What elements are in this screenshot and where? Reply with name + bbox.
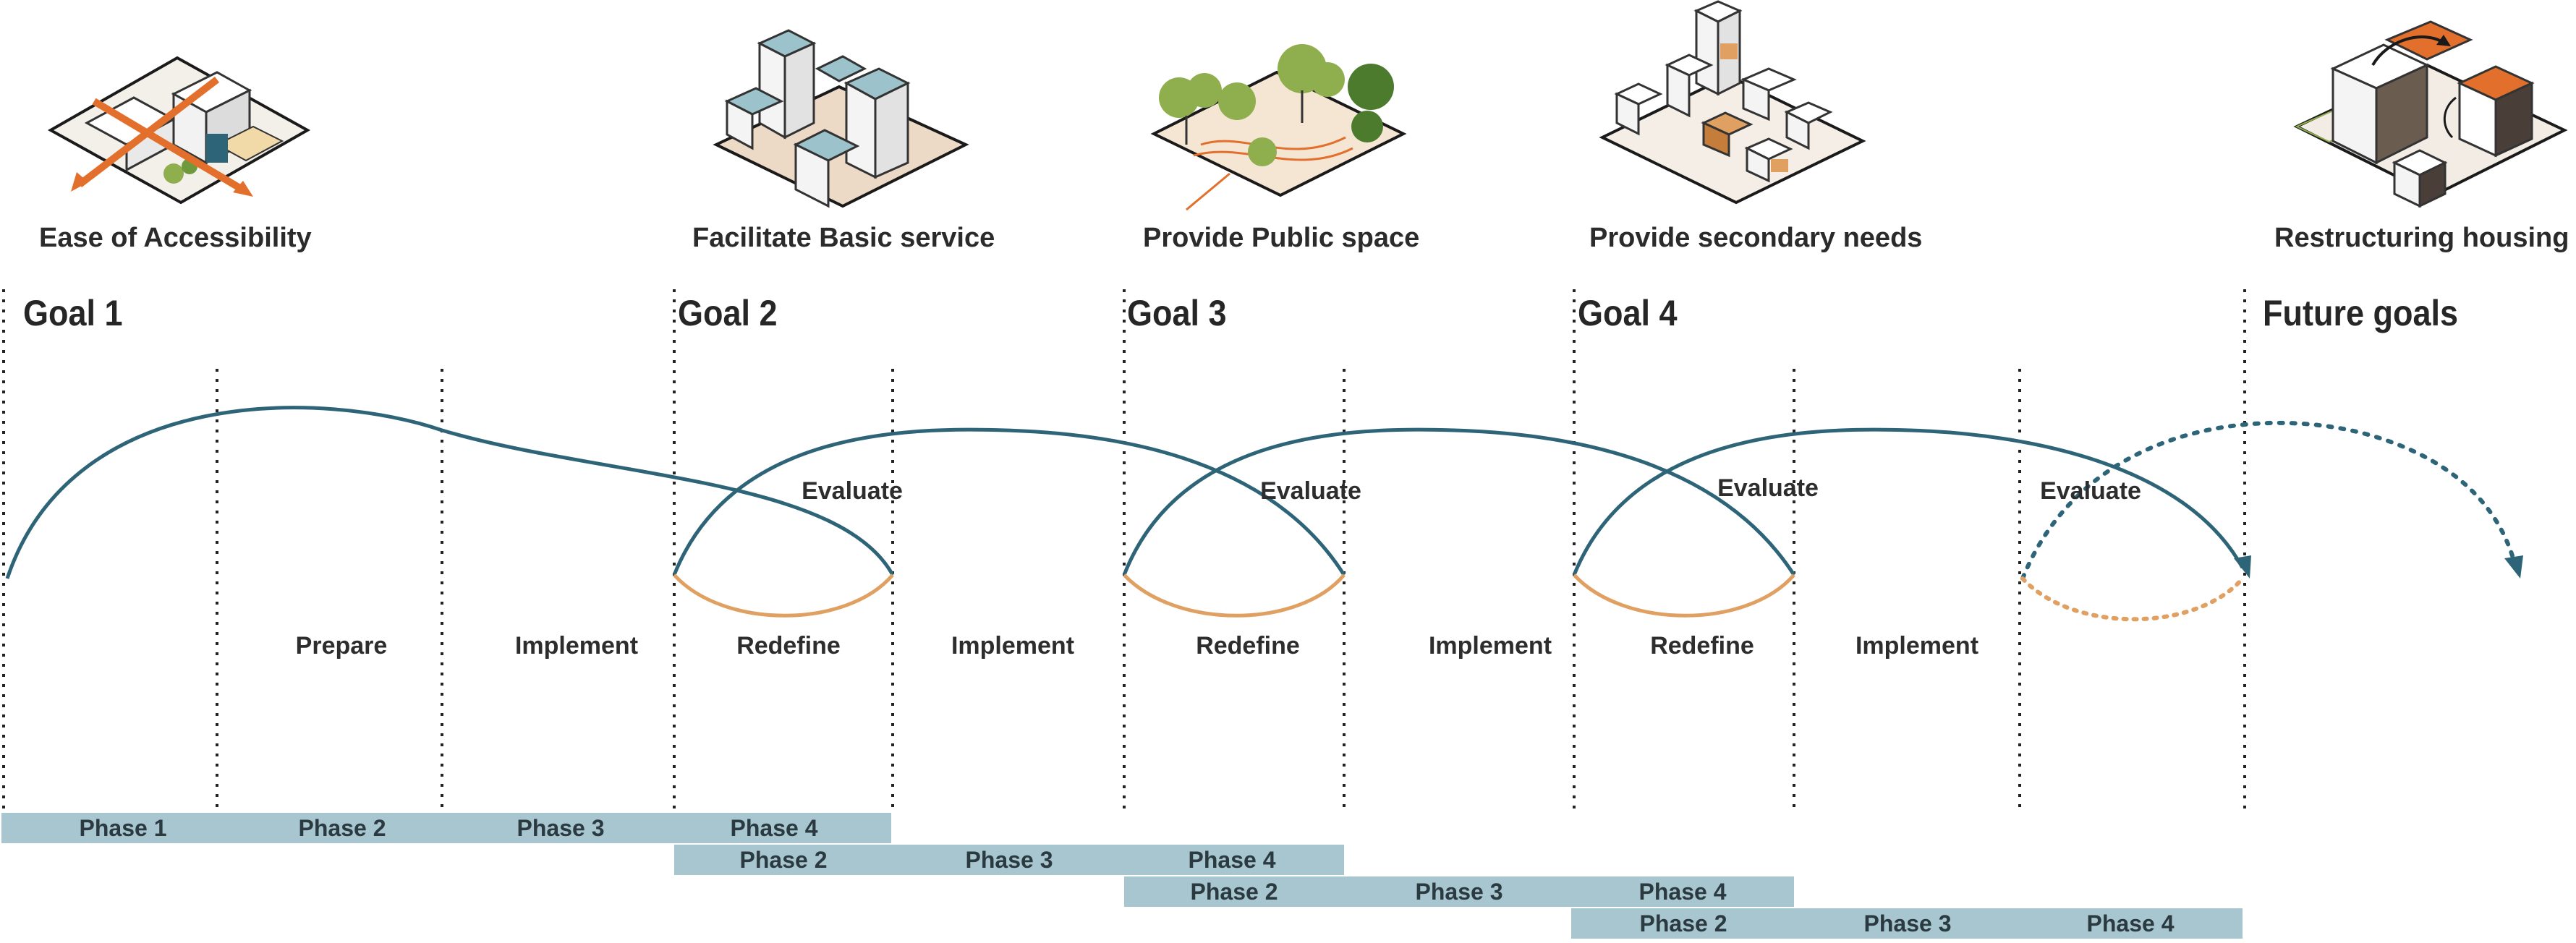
stage-redefine-1: Redefine bbox=[736, 632, 841, 660]
implementation-arcs bbox=[5, 406, 2245, 579]
redefine-arc-goal-3 bbox=[1123, 573, 1346, 618]
arc-goal-4 bbox=[1572, 427, 2245, 576]
phase-label: Phase 4 bbox=[730, 815, 818, 841]
goal-caption-public-space: Provide Public space bbox=[1143, 223, 1420, 253]
goal-2-heading: Goal 2 bbox=[678, 293, 778, 333]
stage-prepare: Prepare bbox=[295, 632, 388, 660]
redefine-arcs bbox=[673, 573, 1795, 618]
redefine-arc-goal-2 bbox=[673, 573, 894, 618]
arc-goal-4-arrowhead bbox=[2234, 555, 2251, 579]
stage-implement-1: Implement bbox=[514, 632, 639, 660]
redefine-arc-goal-4 bbox=[1573, 573, 1795, 618]
phase-label: Phase 4 bbox=[1188, 847, 1276, 873]
phase-label: Phase 2 bbox=[298, 815, 386, 841]
goal-caption-accessibility: Ease of Accessibility bbox=[39, 223, 312, 253]
goal-caption-secondary-needs: Provide secondary needs bbox=[1589, 223, 1923, 253]
secondary-needs-isometric-icon bbox=[1599, 0, 1866, 205]
accessibility-isometric-icon bbox=[47, 56, 311, 205]
evaluate-label-4: Evaluate bbox=[2040, 477, 2141, 505]
evaluate-label-3: Evaluate bbox=[1717, 474, 1819, 502]
goal-1-heading: Goal 1 bbox=[23, 293, 123, 333]
future-arc-arrowhead bbox=[2504, 555, 2523, 579]
phase-label: Phase 3 bbox=[517, 815, 605, 841]
phase-label: Phase 4 bbox=[2086, 910, 2175, 936]
phase-bar-row-3 bbox=[1124, 876, 1794, 907]
goal-caption-restructuring-housing: Restructuring housing bbox=[2274, 223, 2569, 253]
phase-label: Phase 3 bbox=[1415, 879, 1503, 905]
phase-label: Phase 3 bbox=[965, 847, 1053, 873]
stage-implement-3: Implement bbox=[1428, 632, 1552, 660]
illustrations-layer bbox=[47, 0, 2568, 211]
goal-4-heading: Goal 4 bbox=[1578, 293, 1678, 333]
redefine-arc-future bbox=[2020, 576, 2245, 622]
goal-caption-basic-service: Facilitate Basic service bbox=[692, 223, 995, 253]
goal-3-heading: Goal 3 bbox=[1127, 293, 1227, 333]
basic-service-isometric-icon bbox=[713, 29, 969, 208]
phase-label: Phase 4 bbox=[1638, 879, 1727, 905]
restructuring-housing-isometric-icon bbox=[2293, 20, 2568, 208]
public-space-isometric-icon bbox=[1150, 44, 1407, 211]
goal-dividers bbox=[2, 289, 2246, 811]
phase-label: Phase 3 bbox=[1863, 910, 1952, 936]
phase-label: Phase 2 bbox=[1190, 879, 1278, 905]
evaluate-label-1: Evaluate bbox=[802, 477, 903, 505]
phase-bar-row-4 bbox=[1571, 908, 2243, 939]
phase-bar-row-2 bbox=[674, 845, 1344, 875]
future-arc bbox=[2020, 420, 2516, 581]
arc-goal-3 bbox=[1122, 427, 1796, 576]
phase-dividers bbox=[216, 369, 2021, 811]
phase-label: Phase 2 bbox=[739, 847, 828, 873]
phase-bar-row-1 bbox=[1, 813, 891, 843]
stage-implement-4: Implement bbox=[1855, 632, 1979, 660]
phase-label: Phase 1 bbox=[79, 815, 167, 841]
stage-implement-2: Implement bbox=[951, 632, 1075, 660]
evaluate-label-2: Evaluate bbox=[1260, 477, 1361, 505]
stage-redefine-3: Redefine bbox=[1650, 632, 1754, 660]
arc-goal-2 bbox=[672, 427, 1346, 576]
future-goals-heading: Future goals bbox=[2263, 293, 2459, 333]
arc-goal-1 bbox=[5, 406, 895, 579]
phase-label: Phase 2 bbox=[1639, 910, 1727, 936]
stage-redefine-2: Redefine bbox=[1196, 632, 1300, 660]
